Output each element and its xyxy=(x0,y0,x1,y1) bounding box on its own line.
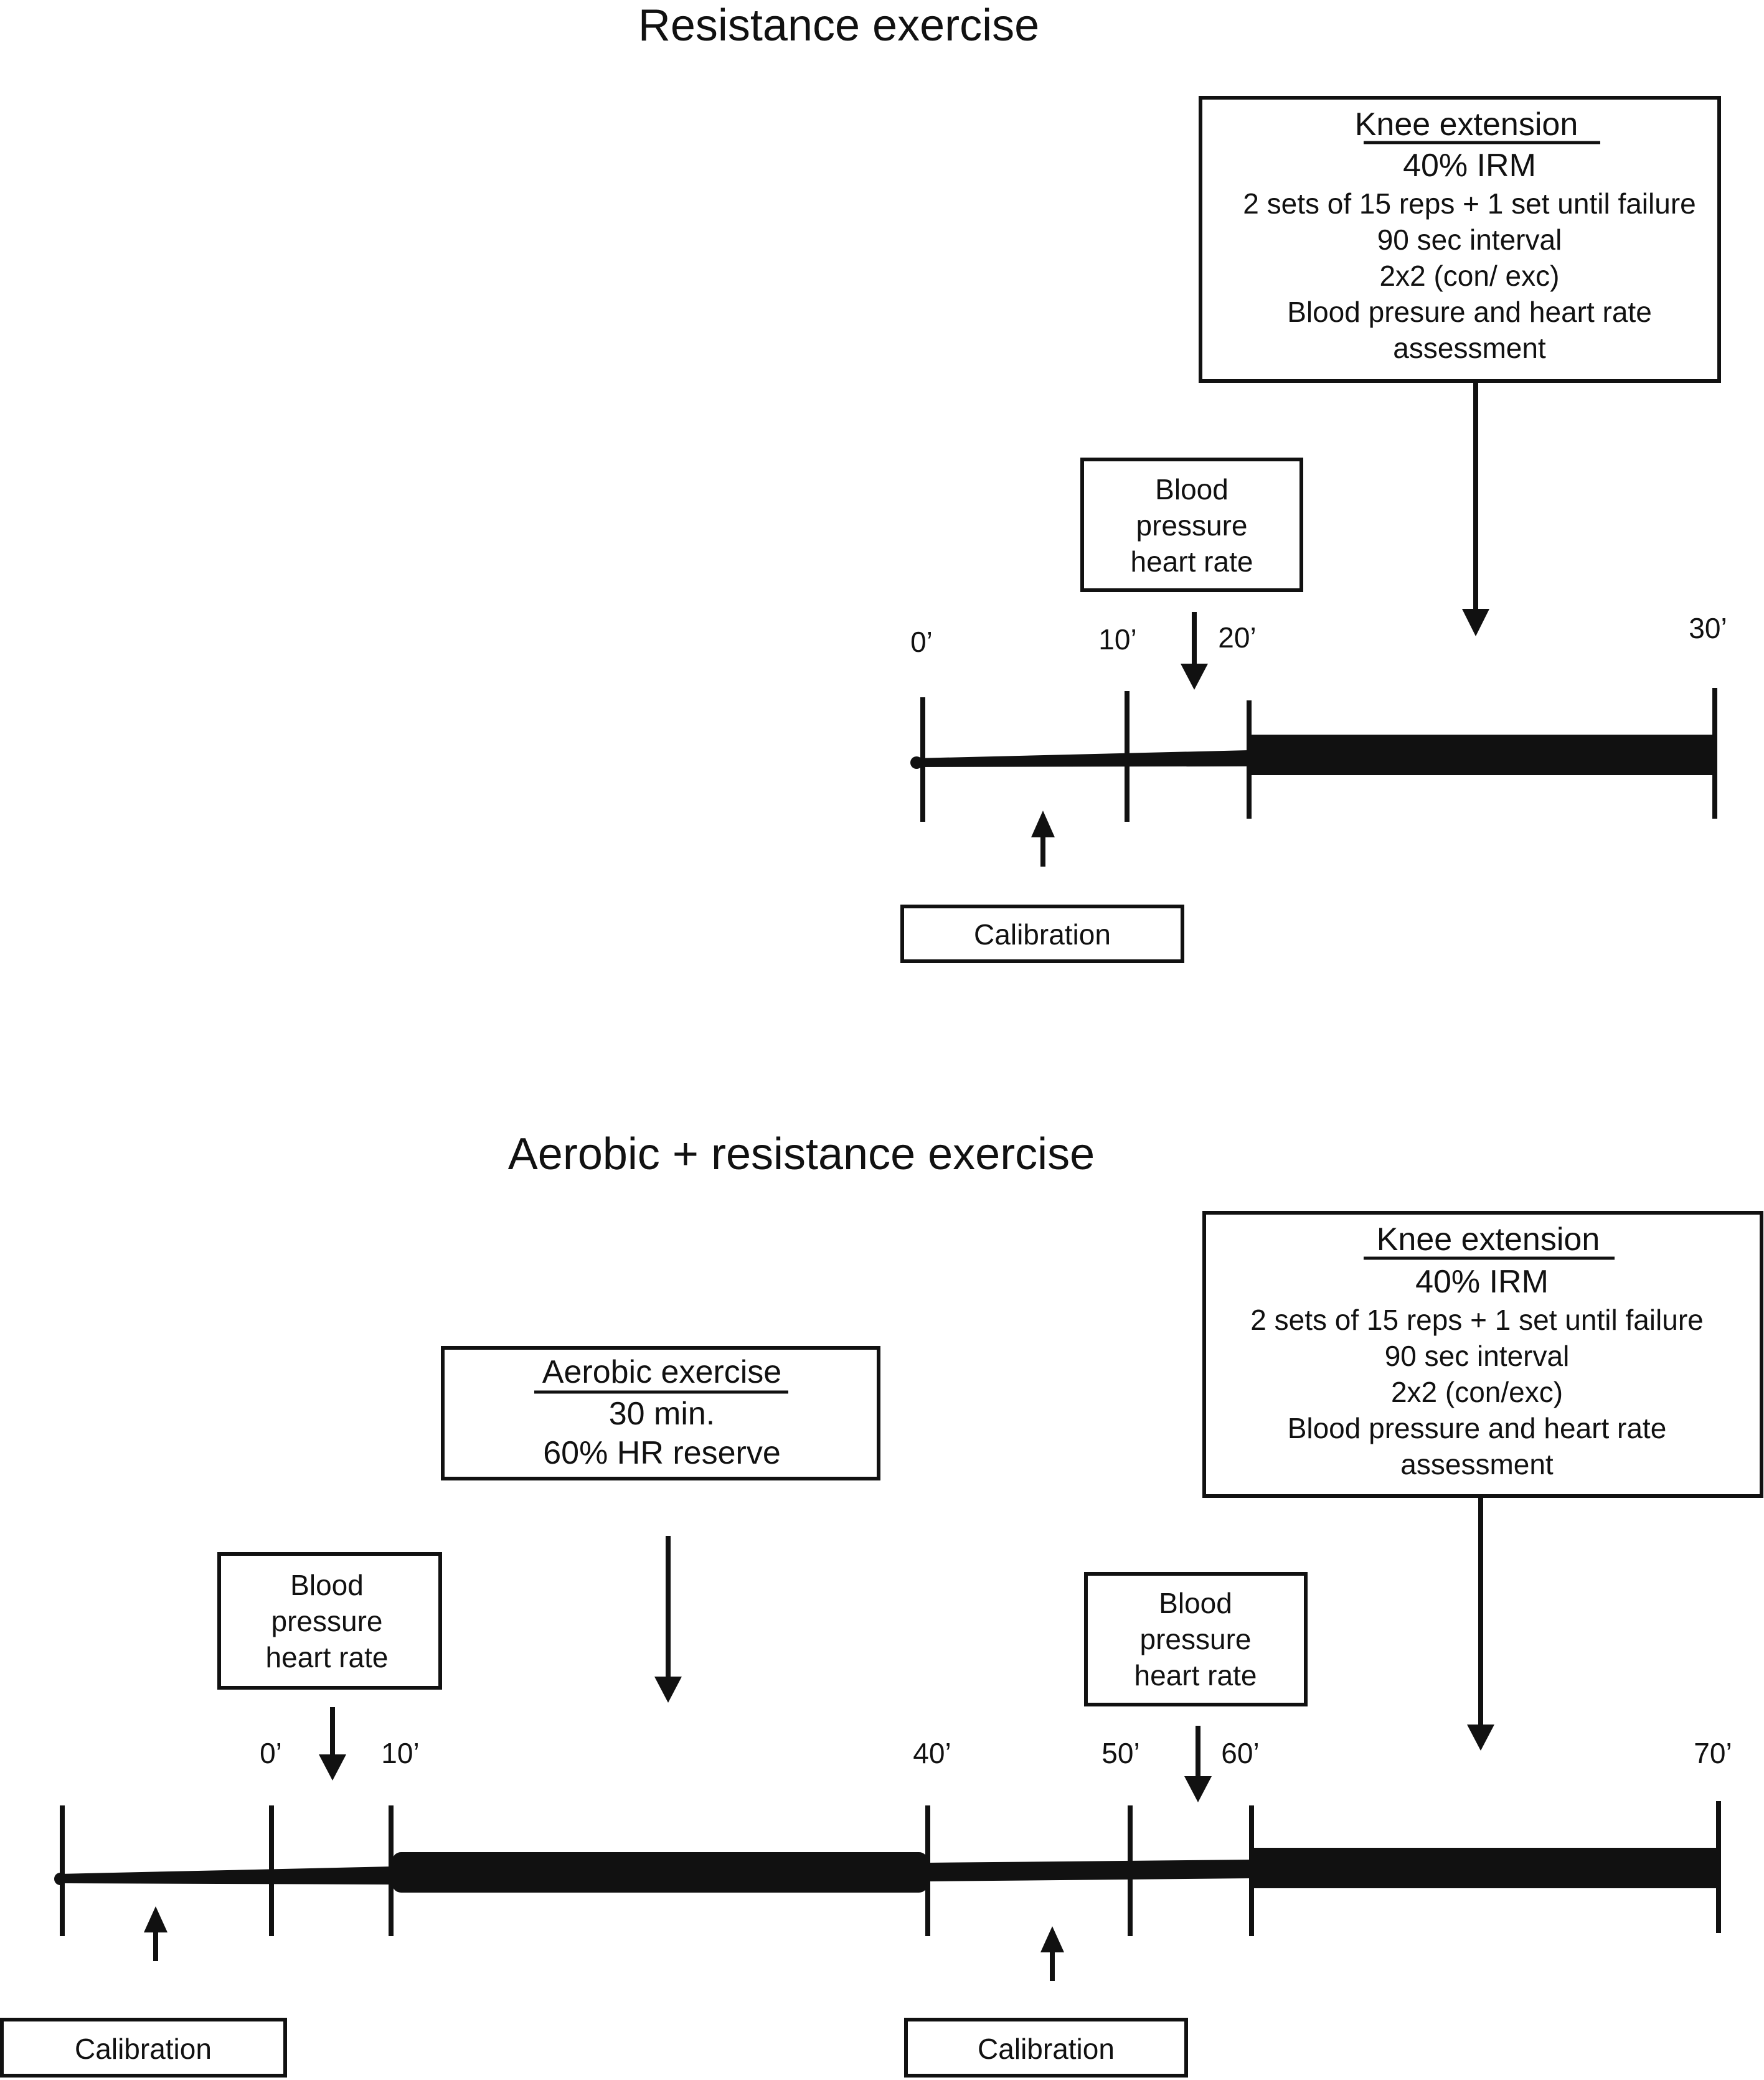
down-arrow-icon xyxy=(319,1754,346,1781)
tick-label-50: 50’ xyxy=(1101,1737,1139,1769)
bp-line-3: heart rate xyxy=(266,1641,389,1673)
tick-label-70: 70’ xyxy=(1694,1737,1732,1769)
calibration-box-left: Calibration xyxy=(0,2018,287,2078)
down-arrow-icon xyxy=(1462,609,1489,636)
knee-extension-line-4: 2x2 (con/exc) xyxy=(1391,1376,1563,1408)
timeline-exercise-segment xyxy=(1252,1848,1719,1888)
resistance-panel: Resistance exercise Knee extension 40% I… xyxy=(638,1,1727,963)
bp-line-1: Blood xyxy=(290,1569,364,1601)
bp-line-3: heart rate xyxy=(1131,545,1253,578)
calibration-box: Calibration xyxy=(900,905,1184,963)
knee-extension-line-5: Blood pressure and heart rate xyxy=(1288,1412,1667,1444)
down-arrow-icon xyxy=(1184,1776,1212,1802)
knee-extension-box: Knee extension 40% IRM 2 sets of 15 reps… xyxy=(1202,1211,1763,1498)
bp-line-3: heart rate xyxy=(1134,1659,1257,1692)
knee-extension-line-3: 90 sec interval xyxy=(1385,1340,1570,1372)
aerobic-line-2: 60% HR reserve xyxy=(543,1435,780,1471)
down-arrow-icon xyxy=(654,1677,682,1703)
aerobic-exercise-box: Aerobic exercise 30 min. 60% HR reserve xyxy=(441,1346,880,1480)
aerobic-resistance-panel: Aerobic + resistance exercise Knee exten… xyxy=(0,1129,1763,2078)
knee-extension-line-1: 40% IRM xyxy=(1415,1264,1549,1300)
bp-box-right: Blood pressure heart rate xyxy=(1084,1572,1308,1706)
aerobic-heading: Aerobic exercise xyxy=(542,1354,781,1390)
bp-line-2: pressure xyxy=(1140,1623,1252,1655)
down-arrow-icon xyxy=(1181,664,1208,690)
bp-box-left: Blood pressure heart rate xyxy=(217,1552,442,1690)
calibration-label: Calibration xyxy=(978,2033,1115,2065)
tick-label-60: 60’ xyxy=(1221,1737,1259,1769)
tick-label-10: 10’ xyxy=(1098,623,1136,656)
calibration-box-right: Calibration xyxy=(904,2018,1188,2078)
aerobic-resistance-timeline xyxy=(54,1801,1721,1936)
up-arrow-icon xyxy=(1040,1926,1064,1952)
knee-extension-line-1: 40% IRM xyxy=(1403,148,1536,184)
tick-label-0: 0’ xyxy=(910,626,933,658)
tick-label-10: 10’ xyxy=(381,1737,419,1769)
bp-line-1: Blood xyxy=(1155,473,1229,506)
knee-extension-line-6: assessment xyxy=(1393,332,1546,364)
tick-label-30: 30’ xyxy=(1689,612,1727,644)
timeline-rest-segment xyxy=(928,1860,1252,1881)
knee-extension-line-2: 2 sets of 15 reps + 1 set until failure xyxy=(1250,1304,1703,1336)
down-arrow-icon xyxy=(1467,1725,1494,1751)
up-arrow-icon xyxy=(1031,811,1055,837)
bp-box: Blood pressure heart rate xyxy=(1080,458,1303,592)
knee-extension-line-2: 2 sets of 15 reps + 1 set until failure xyxy=(1243,187,1696,220)
resistance-title: Resistance exercise xyxy=(638,1,1039,50)
bp-line-2: pressure xyxy=(1136,509,1248,542)
tick-label-20: 20’ xyxy=(1218,621,1256,654)
calibration-label: Calibration xyxy=(75,2033,212,2065)
aerobic-resistance-title: Aerobic + resistance exercise xyxy=(508,1129,1095,1179)
knee-extension-line-4: 2x2 (con/ exc) xyxy=(1380,260,1560,292)
timeline-rest-segment xyxy=(59,1866,392,1885)
resistance-timeline xyxy=(910,688,1717,822)
knee-extension-heading: Knee extension xyxy=(1377,1221,1600,1258)
bp-line-1: Blood xyxy=(1159,1587,1232,1619)
knee-extension-box: Knee extension 40% IRM 2 sets of 15 reps… xyxy=(1199,96,1721,383)
aerobic-line-1: 30 min. xyxy=(609,1396,715,1432)
timeline-exercise-segment xyxy=(1249,735,1715,775)
tick-label-0: 0’ xyxy=(260,1737,282,1769)
calibration-label: Calibration xyxy=(974,918,1111,951)
timeline-rest-segment xyxy=(915,750,1249,767)
knee-extension-heading: Knee extension xyxy=(1355,106,1578,143)
tick-label-40: 40’ xyxy=(913,1737,951,1769)
knee-extension-line-3: 90 sec interval xyxy=(1377,224,1562,256)
knee-extension-line-5: Blood presure and heart rate xyxy=(1287,296,1652,328)
bp-line-2: pressure xyxy=(271,1605,383,1637)
timeline-aerobic-segment xyxy=(392,1852,928,1893)
knee-extension-line-6: assessment xyxy=(1400,1448,1554,1480)
up-arrow-icon xyxy=(144,1906,167,1932)
